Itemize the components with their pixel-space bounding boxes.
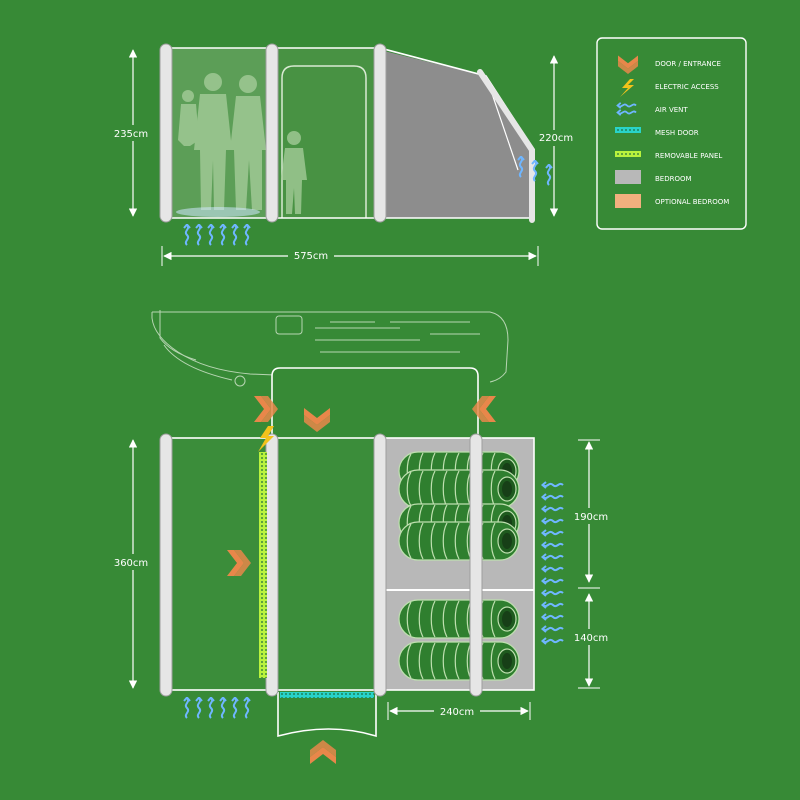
vent-icon [541,516,565,526]
vent-icon [243,224,251,246]
vent-icon [231,224,239,246]
vent-icon [541,552,565,562]
vent-icon [541,564,565,574]
legend-label-door: DOOR / ENTRANCE [655,60,721,68]
vent-icon [183,697,191,719]
dim-label-bg [568,508,612,524]
dim-bedroom-one: 190cm [574,512,608,523]
vehicle-outline [151,310,509,387]
vent-icon [541,636,565,646]
sleeping-bag-icon [398,521,520,561]
family-silhouette-icon [178,73,307,214]
side-door-outline [281,65,367,218]
side-pole-1 [159,43,173,223]
vehicle-connection-tunnel [271,367,479,436]
sleeping-bag-icon [398,469,520,509]
air-vent-icon [616,101,638,110]
removable-panel-pattern [615,151,641,157]
bedroom-swatch-icon [615,170,641,184]
side-view: 235cm 220cm 575cm [110,43,577,266]
mesh-door-pattern [615,127,641,133]
plan-air-vents-side [541,480,565,646]
legend-label-vent: AIR VENT [655,106,688,114]
dim-label-bg [533,130,577,146]
sleeping-bag-icon [398,599,520,639]
legend-frame [596,37,747,230]
legend-label-mesh: MESH DOOR [655,129,699,137]
vent-icon [231,697,239,719]
vent-icon [541,576,565,586]
vent-icon [195,224,203,246]
vent-icon [541,528,565,538]
plan-air-vents-front [183,697,251,719]
legend-label-electric: ELECTRIC ACCESS [655,83,719,91]
vent-icon [541,540,565,550]
dim-side-height-left: 235cm [114,129,148,140]
dim-label-bg [568,629,612,645]
vent-icon [243,697,251,719]
vent-icon [219,224,227,246]
side-floor-vent-glow [176,207,260,217]
legend: DOOR / ENTRANCE ELECTRIC ACCESS AIR VENT… [596,37,747,230]
vent-icon [219,697,227,719]
dim-bedroom-two: 140cm [574,633,608,644]
vent-icon [541,492,565,502]
lightning-icon [620,79,634,97]
vent-icon [207,224,215,246]
side-rear-pole [477,69,535,223]
vent-icon [541,600,565,610]
front-porch-canopy [277,692,377,738]
plan-pole-3 [373,433,387,697]
vent-icon [541,480,565,490]
vent-icon [541,624,565,634]
side-pole-3 [373,43,387,223]
legend-label-bedroom: BEDROOM [655,175,692,183]
dim-bedroom-width: 240cm [440,707,474,718]
vent-icon [545,164,553,186]
sleeping-bag-icon [398,641,520,681]
dim-label-bg [288,248,334,264]
plan-pole-1 [159,433,173,697]
optional-bedroom-swatch-icon [615,194,641,208]
removable-panel-pattern [259,452,267,678]
dim-label-bg [434,703,480,719]
legend-label-removable: REMOVABLE PANEL [655,152,722,160]
dim-side-length: 575cm [294,251,328,262]
floor-plan: 360cm 190cm 140cm 240cm [110,310,612,764]
vent-icon [183,224,191,246]
vent-icon [195,697,203,719]
air-vent-icon [616,108,638,117]
plan-pole-4 [469,433,483,697]
vent-icon [541,504,565,514]
vent-icon [541,612,565,622]
door-chevron-icon [618,55,638,74]
vent-icon [541,588,565,598]
mesh-door-pattern [280,692,374,698]
dim-label-bg [110,554,158,570]
electric-access-icon [258,426,274,452]
door-chevron-icon [310,740,336,764]
legend-label-optional: OPTIONAL BEDROOM [655,198,729,206]
plan-pole-2 [265,433,279,697]
side-bedroom-section [380,50,534,218]
vent-icon [207,697,215,719]
side-pole-2 [265,43,279,223]
dim-side-height-right: 220cm [539,133,573,144]
dim-label-bg [110,125,158,141]
dim-plan-depth: 360cm [114,558,148,569]
